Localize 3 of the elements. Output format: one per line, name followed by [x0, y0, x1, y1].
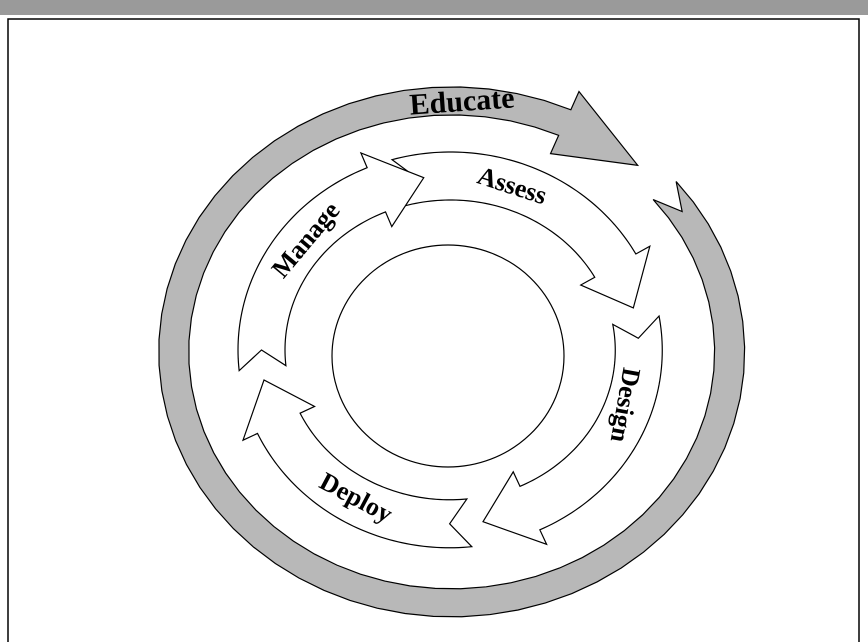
step-label: Assess: [474, 162, 550, 210]
step-label: Educate: [408, 83, 516, 121]
step-label: Design: [606, 366, 644, 444]
